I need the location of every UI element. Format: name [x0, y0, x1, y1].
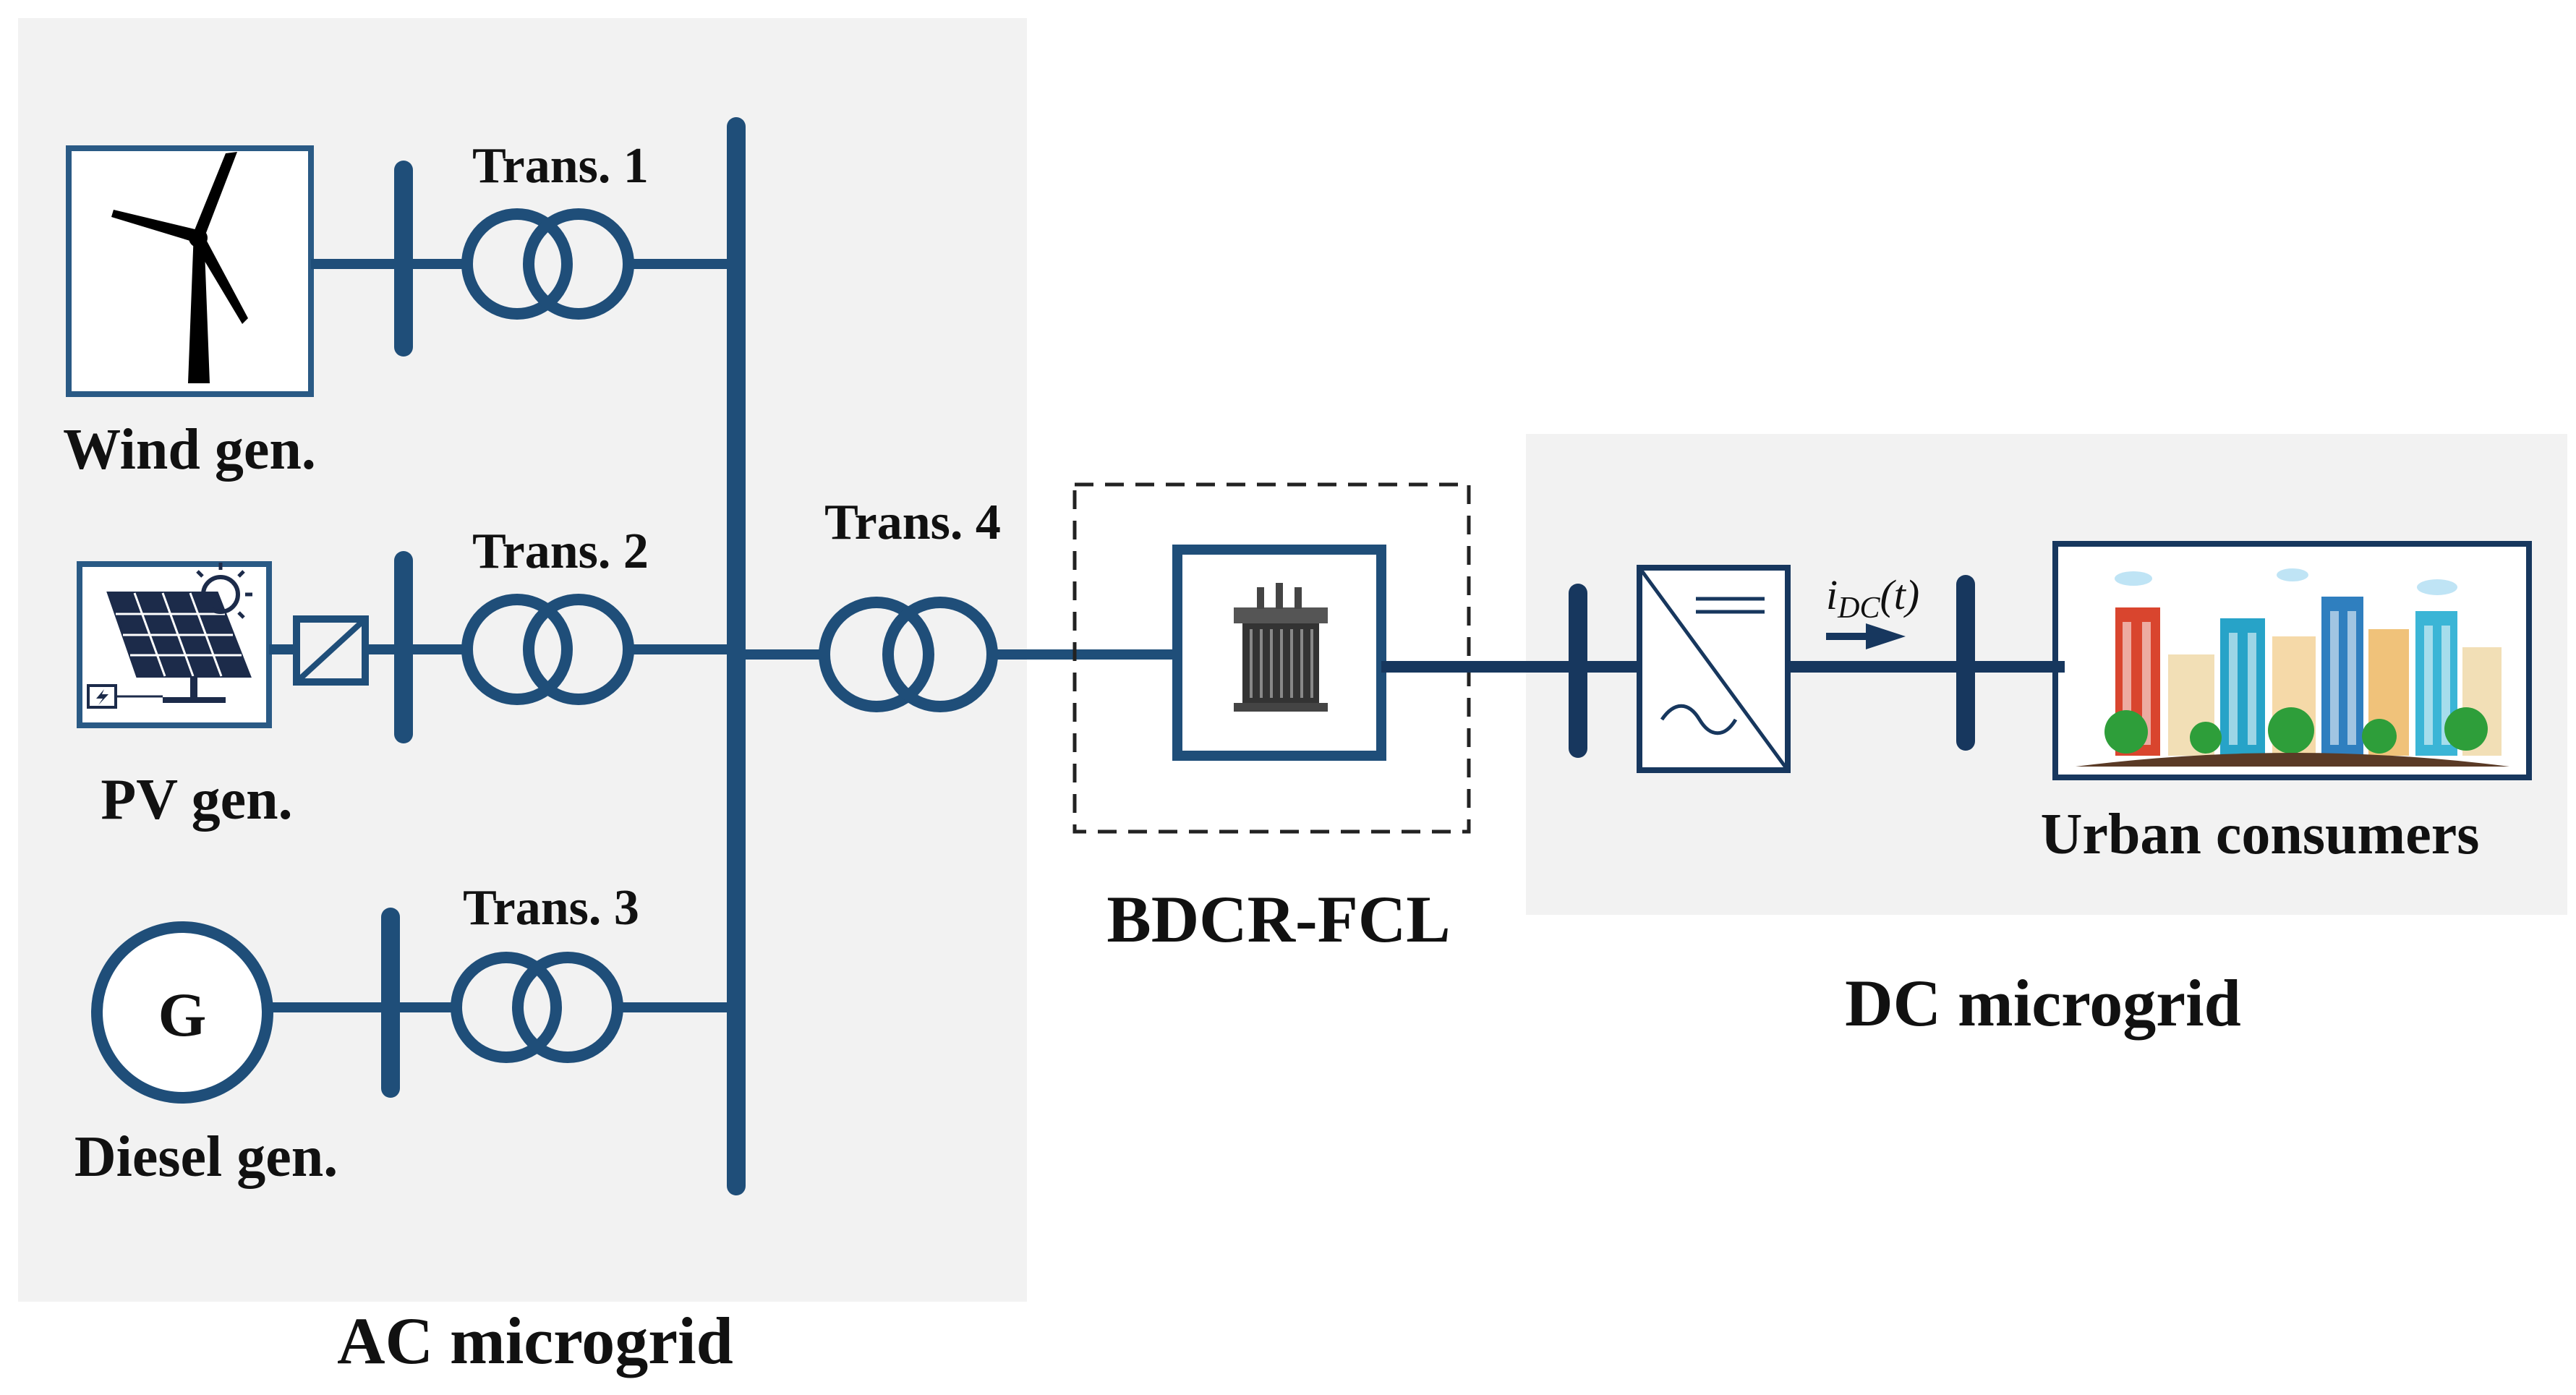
wind-turbine-icon [111, 152, 248, 383]
fcl-label: BDCR-FCL [1106, 882, 1450, 956]
fcl-dashed-frame [1072, 482, 1471, 834]
wind-gen-label: Wind gen. [63, 418, 316, 482]
pv-gen-label: PV gen. [101, 768, 292, 832]
wind-generator [66, 145, 314, 397]
trans2-label: Trans. 2 [472, 524, 649, 579]
current-label: iDC(t) [1826, 571, 1919, 625]
ac-microgrid-label: AC microgrid [337, 1304, 733, 1378]
diesel-gen-label: Diesel gen. [74, 1125, 338, 1189]
current-direction-arrow [1826, 623, 1906, 649]
city-skyline-icon [2076, 568, 2509, 767]
generator-symbol: G [158, 980, 207, 1049]
dc-converter [1637, 565, 1791, 773]
current-symbol: i [1826, 571, 1838, 618]
trans4-label: Trans. 4 [824, 495, 1001, 550]
trans1-label: Trans. 1 [472, 138, 649, 194]
current-argument: (t) [1880, 571, 1919, 618]
transformer-device-icon [1234, 583, 1328, 712]
trans3-label: Trans. 3 [463, 880, 639, 936]
urban-consumers-label: Urban consumers [2041, 803, 2480, 866]
solar-panel-icon [87, 563, 252, 709]
pv-generator [77, 561, 272, 728]
dc-microgrid-label: DC microgrid [1845, 966, 2241, 1040]
current-subscript: DC [1837, 592, 1880, 625]
